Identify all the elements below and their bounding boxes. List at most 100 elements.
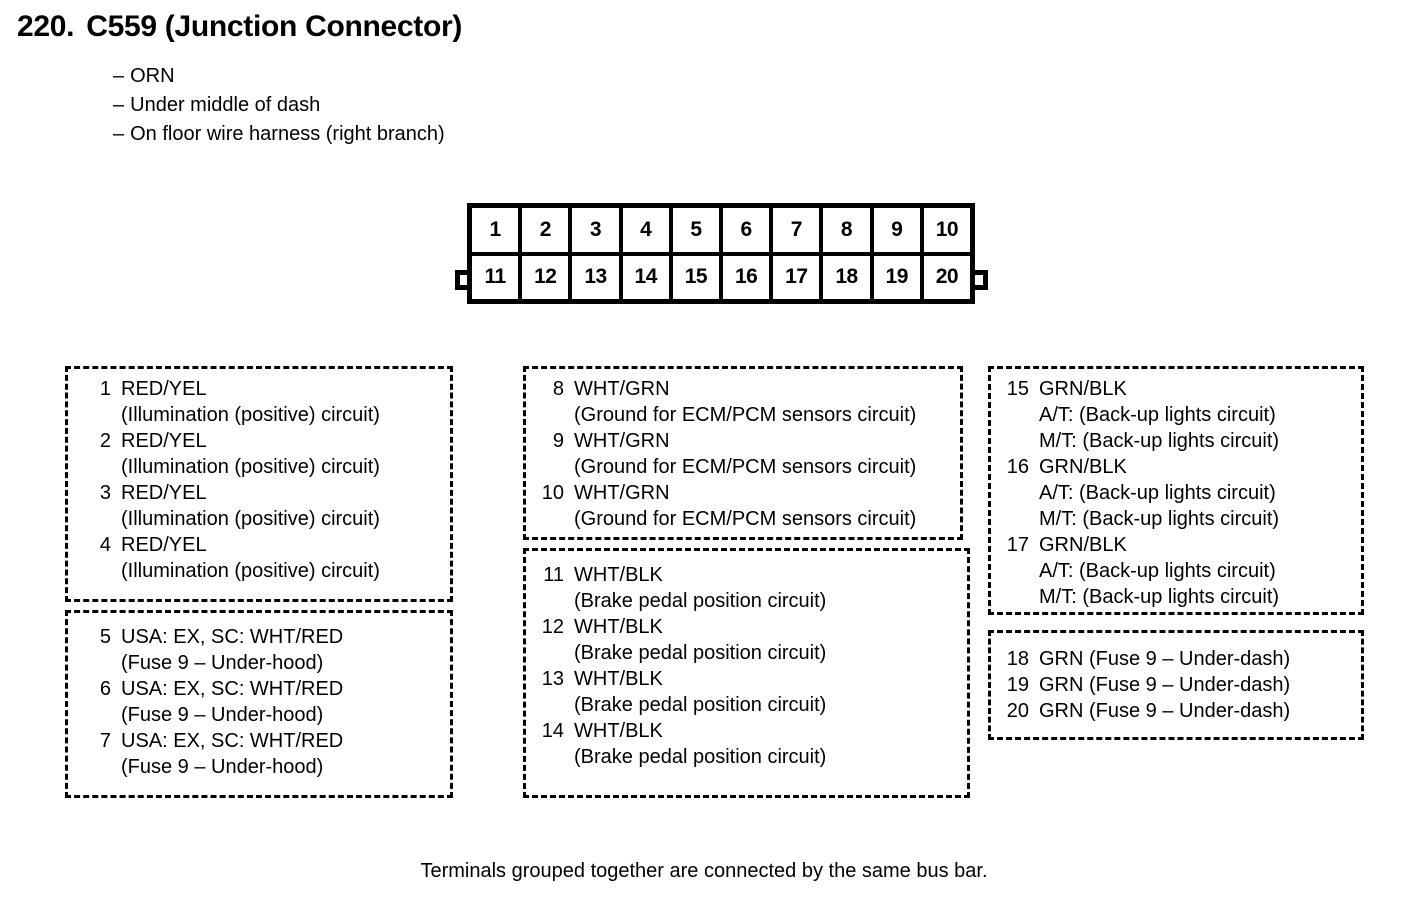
terminal-description: RED/YEL (Illumination (positive) circuit… bbox=[121, 532, 445, 584]
terminal-circuit-at: A/T: (Back-up lights circuit) bbox=[1039, 482, 1276, 504]
terminal-circuit-at: A/T: (Back-up lights circuit) bbox=[1039, 560, 1276, 582]
pin-cell: 10 bbox=[923, 208, 971, 252]
terminal-wire-color: GRN/BLK bbox=[1039, 534, 1127, 556]
bus-bar-note: Terminals grouped together are connected… bbox=[420, 860, 988, 882]
terminal-description: GRN (Fuse 9 – Under-dash) bbox=[1039, 672, 1353, 698]
pin-cell: 8 bbox=[823, 208, 870, 252]
terminal-group-11-14: 11 WHT/BLK (Brake pedal position circuit… bbox=[538, 562, 958, 770]
terminal-description: GRN/BLK A/T: (Back-up lights circuit) M/… bbox=[1039, 376, 1353, 454]
terminal-group-8-10: 8 WHT/GRN (Ground for ECM/PCM sensors ci… bbox=[538, 376, 958, 532]
terminal-number: 1 bbox=[99, 378, 111, 400]
section-number: 220. bbox=[17, 10, 75, 43]
terminal-number: 13 bbox=[541, 668, 564, 690]
connector-note-text: Under middle of dash bbox=[130, 94, 321, 116]
terminal-wire-color: GRN/BLK bbox=[1039, 378, 1127, 400]
terminal-wire-color: WHT/BLK bbox=[574, 564, 663, 586]
pin-cell: 6 bbox=[723, 208, 770, 252]
terminal-group-5-7: 5 USA: EX, SC: WHT/RED (Fuse 9 – Under-h… bbox=[85, 624, 445, 780]
terminal-circuit: (Fuse 9 – Under-hood) bbox=[121, 704, 324, 726]
terminal-entry: 18 GRN (Fuse 9 – Under-dash) bbox=[1003, 646, 1353, 672]
terminal-entry: 1 RED/YEL (Illumination (positive) circu… bbox=[85, 376, 445, 428]
terminal-circuit: (Illumination (positive) circuit) bbox=[121, 456, 380, 478]
terminal-circuit: (Ground for ECM/PCM sensors circuit) bbox=[574, 404, 917, 426]
terminal-number: 16 bbox=[1006, 456, 1029, 478]
connector-note: –ORN bbox=[113, 62, 445, 91]
terminal-description: USA: EX, SC: WHT/RED (Fuse 9 – Under-hoo… bbox=[121, 624, 445, 676]
terminal-entry: 6 USA: EX, SC: WHT/RED (Fuse 9 – Under-h… bbox=[85, 676, 445, 728]
terminal-circuit: (Brake pedal position circuit) bbox=[574, 694, 827, 716]
terminal-description: USA: EX, SC: WHT/RED (Fuse 9 – Under-hoo… bbox=[121, 728, 445, 780]
terminal-number: 12 bbox=[541, 616, 564, 638]
bullet-dash: – bbox=[113, 94, 125, 116]
terminal-wire-color: RED/YEL bbox=[121, 430, 207, 452]
connector-note: –On floor wire harness (right branch) bbox=[113, 120, 445, 149]
terminal-description: GRN/BLK A/T: (Back-up lights circuit) M/… bbox=[1039, 532, 1353, 610]
terminal-circuit: (Ground for ECM/PCM sensors circuit) bbox=[574, 508, 917, 530]
terminal-entry: 2 RED/YEL (Illumination (positive) circu… bbox=[85, 428, 445, 480]
terminal-description: WHT/BLK (Brake pedal position circuit) bbox=[574, 614, 958, 666]
terminal-entry: 19 GRN (Fuse 9 – Under-dash) bbox=[1003, 672, 1353, 698]
connector-body: 1 2 3 4 5 6 7 8 9 10 11 12 13 14 15 16 1… bbox=[467, 203, 975, 304]
pin-cell: 3 bbox=[572, 208, 619, 252]
pin-cell: 20 bbox=[923, 255, 971, 299]
terminal-wire-color: WHT/GRN bbox=[574, 482, 670, 504]
terminal-description: WHT/GRN (Ground for ECM/PCM sensors circ… bbox=[574, 376, 958, 428]
terminal-number: 4 bbox=[99, 534, 111, 556]
terminal-wire-color: GRN/BLK bbox=[1039, 456, 1127, 478]
terminal-circuit: GRN (Fuse 9 – Under-dash) bbox=[1039, 674, 1291, 696]
terminal-circuit-mt: M/T: (Back-up lights circuit) bbox=[1039, 586, 1280, 608]
terminal-number: 6 bbox=[99, 678, 111, 700]
terminal-wire-color: WHT/BLK bbox=[574, 720, 663, 742]
terminal-group-18-20: 18 GRN (Fuse 9 – Under-dash) 19 GRN (Fus… bbox=[1003, 646, 1353, 724]
terminal-number: 17 bbox=[1006, 534, 1029, 556]
connector-note: –Under middle of dash bbox=[113, 91, 445, 120]
terminal-number: 11 bbox=[543, 564, 564, 586]
terminal-group-box bbox=[65, 366, 453, 602]
terminal-description: WHT/GRN (Ground for ECM/PCM sensors circ… bbox=[574, 428, 958, 480]
connector-note-text: ORN bbox=[130, 65, 175, 87]
terminal-description: GRN (Fuse 9 – Under-dash) bbox=[1039, 646, 1353, 672]
terminal-wire-color: RED/YEL bbox=[121, 534, 207, 556]
terminal-number: 7 bbox=[99, 730, 111, 752]
pin-cell: 18 bbox=[823, 255, 870, 299]
terminal-wire-color: RED/YEL bbox=[121, 482, 207, 504]
pin-cell: 13 bbox=[572, 255, 619, 299]
pin-cell: 19 bbox=[873, 255, 920, 299]
terminal-description: WHT/BLK (Brake pedal position circuit) bbox=[574, 666, 958, 718]
terminal-entry: 8 WHT/GRN (Ground for ECM/PCM sensors ci… bbox=[538, 376, 958, 428]
terminal-circuit: (Brake pedal position circuit) bbox=[574, 746, 827, 768]
terminal-entry: 16 GRN/BLK A/T: (Back-up lights circuit)… bbox=[1003, 454, 1353, 532]
connector-latch-tab-right-notch bbox=[968, 275, 983, 285]
terminal-description: GRN/BLK A/T: (Back-up lights circuit) M/… bbox=[1039, 454, 1353, 532]
terminal-entry: 9 WHT/GRN (Ground for ECM/PCM sensors ci… bbox=[538, 428, 958, 480]
terminal-circuit: (Brake pedal position circuit) bbox=[574, 642, 827, 664]
terminal-group-box bbox=[523, 548, 970, 798]
pin-cell: 11 bbox=[472, 255, 519, 299]
terminal-circuit: (Illumination (positive) circuit) bbox=[121, 404, 380, 426]
terminal-circuit: (Fuse 9 – Under-hood) bbox=[121, 652, 324, 674]
page-title: 220. C559 (Junction Connector) bbox=[17, 10, 462, 44]
terminal-group-1-4: 1 RED/YEL (Illumination (positive) circu… bbox=[85, 376, 445, 584]
terminal-group-box bbox=[523, 366, 963, 540]
terminal-circuit: (Illumination (positive) circuit) bbox=[121, 560, 380, 582]
connector-title: C559 (Junction Connector) bbox=[86, 10, 463, 43]
terminal-wire-color: WHT/BLK bbox=[574, 668, 663, 690]
terminal-entry: 17 GRN/BLK A/T: (Back-up lights circuit)… bbox=[1003, 532, 1353, 610]
terminal-wire-color: WHT/GRN bbox=[574, 430, 670, 452]
terminal-description: RED/YEL (Illumination (positive) circuit… bbox=[121, 428, 445, 480]
terminal-circuit-at: A/T: (Back-up lights circuit) bbox=[1039, 404, 1276, 426]
terminal-circuit-mt: M/T: (Back-up lights circuit) bbox=[1039, 508, 1280, 530]
terminal-description: GRN (Fuse 9 – Under-dash) bbox=[1039, 698, 1353, 724]
terminal-number: 19 bbox=[1006, 674, 1029, 696]
terminal-wire-color: USA: EX, SC: WHT/RED bbox=[121, 730, 344, 752]
terminal-circuit: (Illumination (positive) circuit) bbox=[121, 508, 380, 530]
terminal-circuit: (Ground for ECM/PCM sensors circuit) bbox=[574, 456, 917, 478]
terminal-entry: 15 GRN/BLK A/T: (Back-up lights circuit)… bbox=[1003, 376, 1353, 454]
bullet-dash: – bbox=[113, 65, 125, 87]
connector-note-text: On floor wire harness (right branch) bbox=[130, 123, 445, 145]
connector-pinout-diagram: 1 2 3 4 5 6 7 8 9 10 11 12 13 14 15 16 1… bbox=[455, 203, 990, 308]
terminal-entry: 4 RED/YEL (Illumination (positive) circu… bbox=[85, 532, 445, 584]
terminal-group-box bbox=[988, 366, 1364, 615]
terminal-group-15-17: 15 GRN/BLK A/T: (Back-up lights circuit)… bbox=[1003, 376, 1353, 610]
terminal-wire-color: USA: EX, SC: WHT/RED bbox=[121, 626, 344, 648]
